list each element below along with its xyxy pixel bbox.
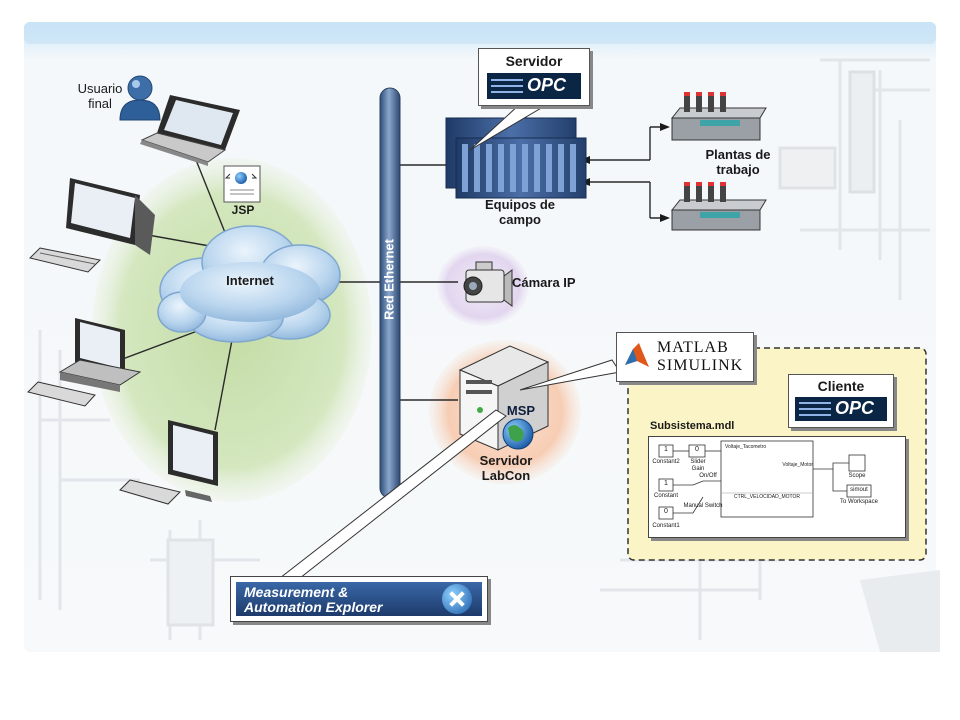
plantas-label: Plantas de trabajo <box>705 147 771 177</box>
opc-logo-icon: OPC <box>487 73 581 99</box>
mae-logo-icon <box>442 584 472 614</box>
camara-label: Cámara IP <box>512 275 576 290</box>
slider-gain-label: Slider Gain <box>690 459 706 472</box>
servidor-opc-title: Servidor <box>505 53 563 69</box>
desktop-monitor-icon <box>29 178 155 273</box>
matlab-simulink-box: MATLAB SIMULINK <box>616 332 754 382</box>
jsp-label: JSP <box>231 203 255 217</box>
voltaje-motor-label: Voltaje_Motor <box>782 462 813 468</box>
flat-monitor-icon <box>119 420 218 505</box>
equipos-label: Equipos de campo <box>484 197 556 227</box>
simulink-text: SIMULINK <box>657 357 744 374</box>
servidor-labcon-label: Servidor LabCon <box>479 453 533 483</box>
ip-camera-icon <box>463 261 513 307</box>
plant-icon-bottom <box>670 182 767 231</box>
ethernet-label: Red Ethernet <box>381 239 397 320</box>
user-icon <box>119 75 161 121</box>
manual-switch-label: Manual Switch <box>683 503 723 509</box>
constant1-label: Constant1 <box>652 523 680 529</box>
globe-icon <box>502 418 534 450</box>
internet-label: Internet <box>226 273 274 288</box>
cliente-opc-box: Cliente OPC <box>788 374 894 428</box>
matlab-text: MATLAB <box>657 339 729 356</box>
opc-logo-icon: OPC <box>795 397 887 421</box>
plant-icon-top <box>670 92 767 141</box>
onoff-label: On/Off <box>699 473 717 479</box>
scope-label: Scope <box>848 473 866 479</box>
field-equipment-icon <box>445 117 587 199</box>
cliente-title: Cliente <box>817 378 865 394</box>
constant-label: Constant <box>653 493 678 499</box>
internet-cloud <box>157 225 341 343</box>
simout-label: simout <box>850 487 868 493</box>
circuit-background <box>38 58 940 652</box>
ctrl-velocidad-label: CTRL_VELOCIDAD_MOTOR <box>733 494 801 500</box>
servidor-opc-box: Servidor OPC <box>478 48 590 106</box>
simulink-block-diagram: 1 Constant2 0 Slider Gain 1 Constant 0 C… <box>648 436 906 538</box>
jsp-document-icon <box>223 165 261 203</box>
mae-banner: Measurement & Automation Explorer <box>230 576 488 622</box>
simulink-wires <box>658 440 872 520</box>
mae-line1: Measurement & <box>244 584 349 600</box>
laptop-icon <box>140 95 240 166</box>
mae-line2: Automation Explorer <box>244 599 383 615</box>
matlab-membrane-icon <box>623 339 651 373</box>
msp-label: MSP <box>506 403 536 418</box>
to-workspace-label: To Workspace <box>840 499 878 505</box>
desktop-tower-icon <box>27 318 142 407</box>
usuario-label: Usuario final <box>77 81 123 111</box>
voltaje-tacometro-label: Voltaje_Tacometro <box>725 444 767 450</box>
constant2-label: Constant2 <box>652 459 680 465</box>
subsistema-label: Subsistema.mdl <box>650 420 735 432</box>
